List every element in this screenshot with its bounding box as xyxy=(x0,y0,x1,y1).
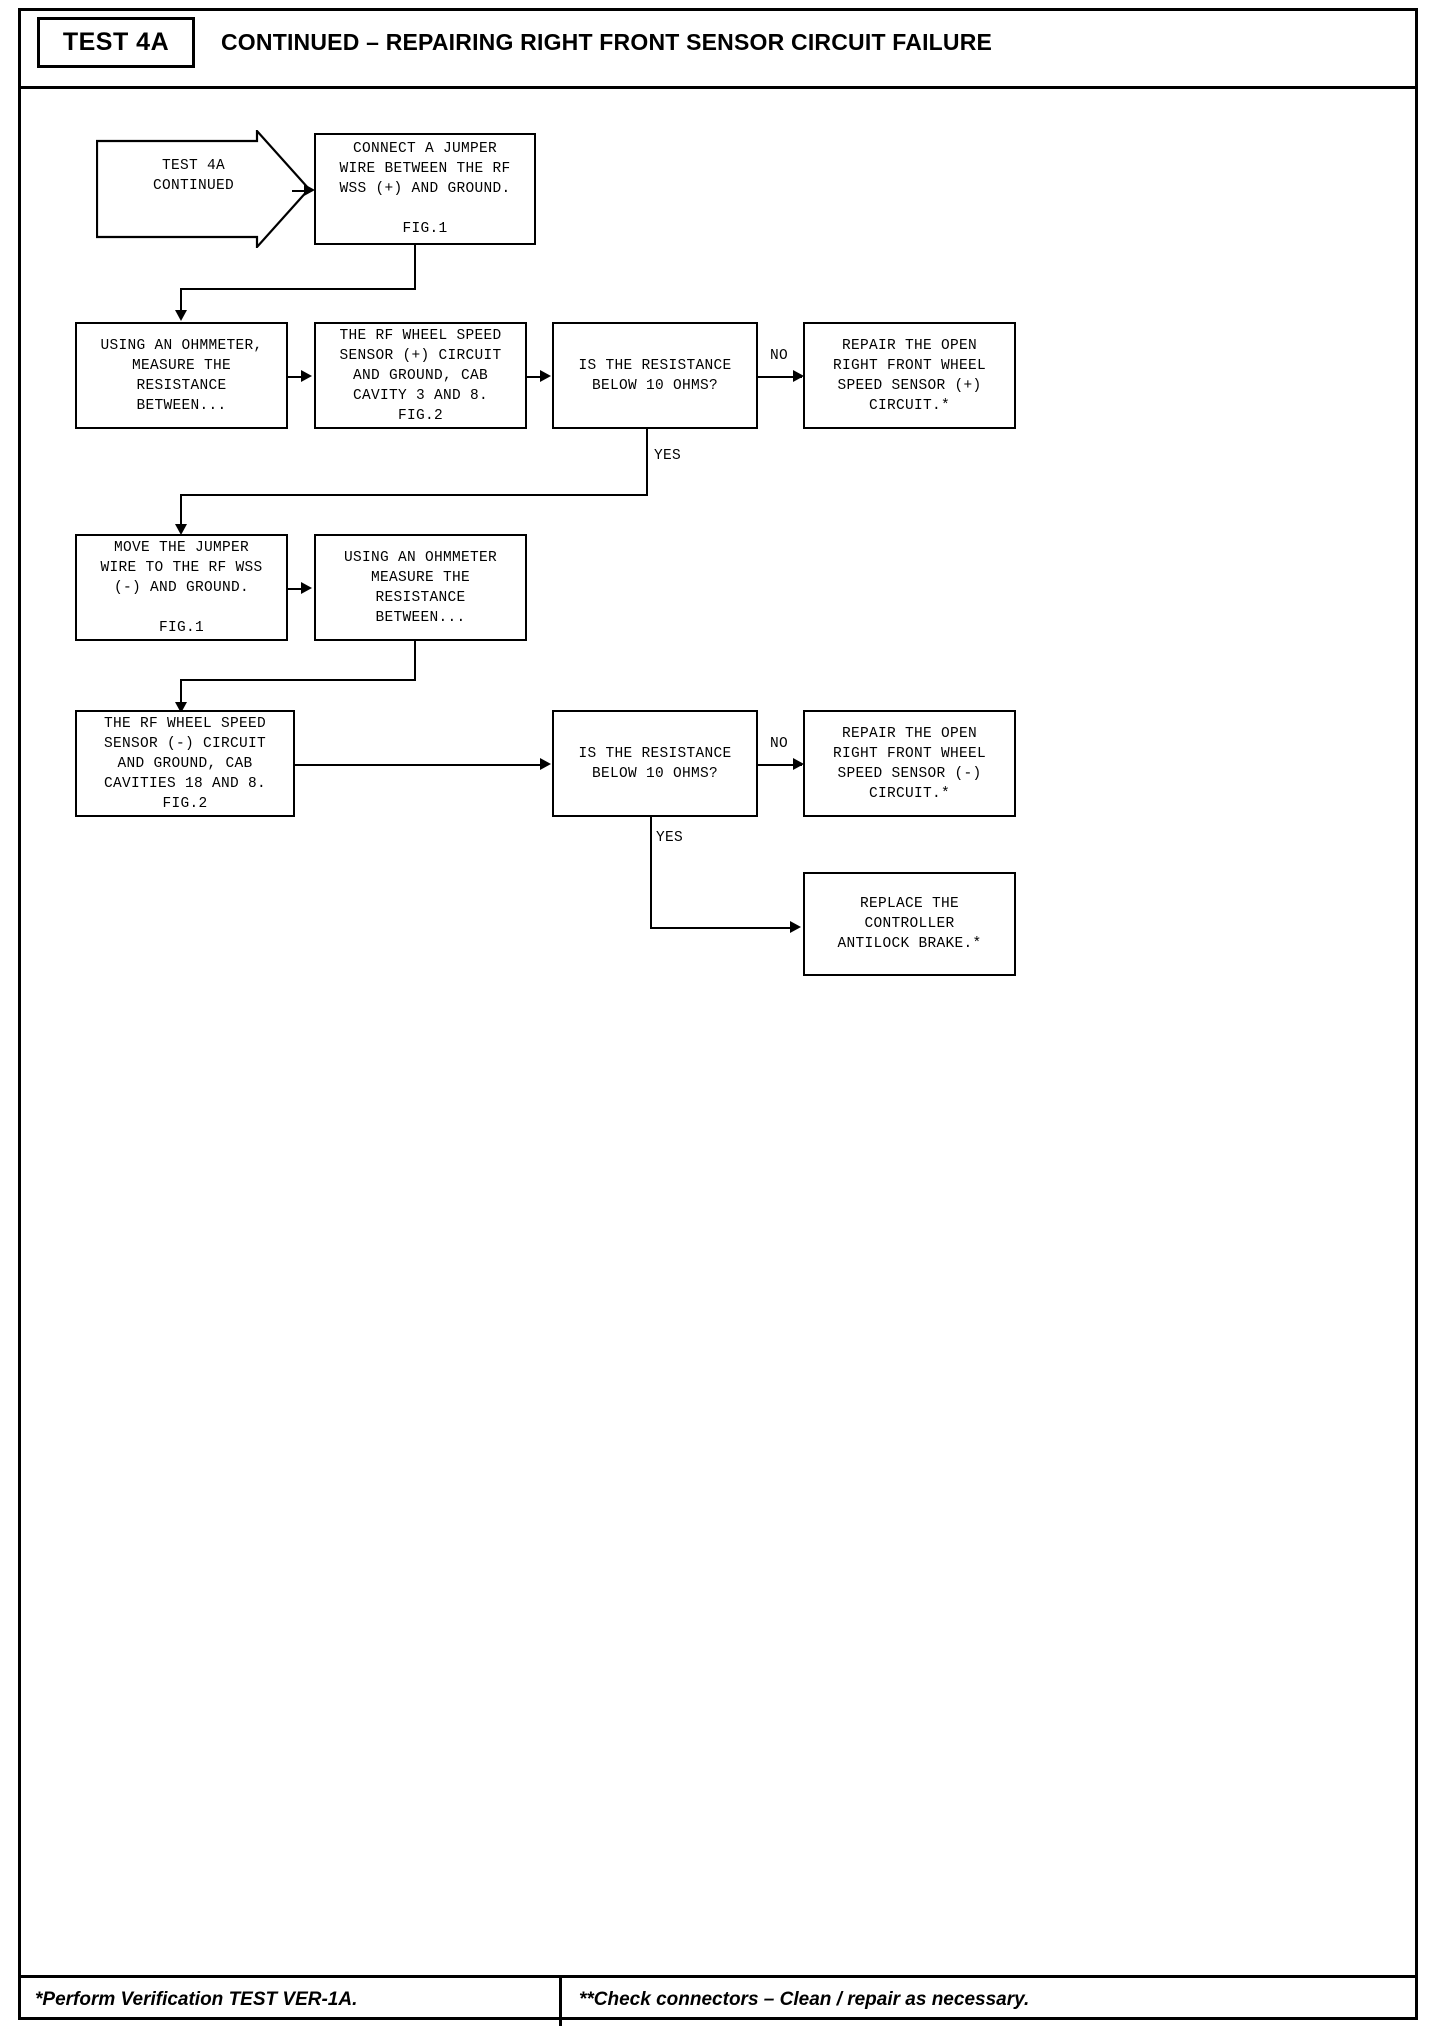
arrowhead-ohm1-to-rfplus xyxy=(301,370,312,382)
footer-note-left: *Perform Verification TEST VER-1A. xyxy=(35,1989,358,2010)
test-id-box: TEST 4A xyxy=(37,17,195,68)
node-rf-plus-circuit: THE RF WHEEL SPEED SENSOR (+) CIRCUIT AN… xyxy=(314,322,527,429)
start-banner-label: TEST 4A CONTINUED xyxy=(152,158,234,194)
arrowhead-banner-to-connect xyxy=(304,184,315,196)
edge-decision1-no xyxy=(758,376,802,378)
start-banner: TEST 4A CONTINUED xyxy=(96,130,311,248)
arrowhead-movejumper-to-ohm2 xyxy=(301,582,312,594)
edge-rfplus-to-decision1 xyxy=(527,376,547,378)
arrowhead-connect-to-ohm1 xyxy=(175,310,187,321)
edge-rfminus-to-decision2 xyxy=(295,764,547,766)
node-move-jumper: MOVE THE JUMPER WIRE TO THE RF WSS (-) A… xyxy=(75,534,288,641)
edge-ohm1-to-rfplus xyxy=(288,376,308,378)
banner-arrow-shape xyxy=(96,130,311,248)
arrowhead-rfminus-to-decision2 xyxy=(540,758,551,770)
edge-banner-to-connect xyxy=(292,190,310,192)
page-header: TEST 4A CONTINUED – REPAIRING RIGHT FRON… xyxy=(21,11,1415,89)
edge-ohm2-down2 xyxy=(180,679,182,709)
edge-ohm2-down xyxy=(414,641,416,681)
edge-connect-down-2 xyxy=(180,288,182,318)
edge-decision2-yes-down xyxy=(650,817,652,929)
edge-movejumper-to-ohm2 xyxy=(288,588,308,590)
footer-divider xyxy=(559,1978,562,2026)
test-id-label: TEST 4A xyxy=(62,28,170,56)
edge-label-yes-1: YES xyxy=(654,448,682,464)
edge-label-yes-2: YES xyxy=(656,830,684,846)
arrowhead-to-move-jumper xyxy=(175,524,187,535)
edge-decision2-no xyxy=(758,764,802,766)
edge-connect-down-1 xyxy=(414,245,416,289)
node-repair-plus: REPAIR THE OPEN RIGHT FRONT WHEEL SPEED … xyxy=(803,322,1016,429)
node-rf-minus-circuit: THE RF WHEEL SPEED SENSOR (-) CIRCUIT AN… xyxy=(75,710,295,817)
node-replace-controller: REPLACE THE CONTROLLER ANTILOCK BRAKE.* xyxy=(803,872,1016,976)
node-decision-1: IS THE RESISTANCE BELOW 10 OHMS? xyxy=(552,322,758,429)
page-border xyxy=(18,8,1418,2020)
footer-note-right: **Check connectors – Clean / repair as n… xyxy=(579,1989,1030,2010)
edge-decision1-yes-down xyxy=(646,429,648,496)
page-title: CONTINUED – REPAIRING RIGHT FRONT SENSOR… xyxy=(221,29,993,55)
node-repair-minus: REPAIR THE OPEN RIGHT FRONT WHEEL SPEED … xyxy=(803,710,1016,817)
arrowhead-decision2-no xyxy=(793,758,804,770)
edge-decision1-yes-across xyxy=(180,494,648,496)
node-connect-jumper: CONNECT A JUMPER WIRE BETWEEN THE RF WSS… xyxy=(314,133,536,245)
page-footer: *Perform Verification TEST VER-1A. **Che… xyxy=(21,1975,1415,2026)
edge-decision2-yes-across xyxy=(650,927,796,929)
edge-connect-across xyxy=(180,288,416,290)
arrowhead-decision1-no xyxy=(793,370,804,382)
arrowhead-rfplus-to-decision1 xyxy=(540,370,551,382)
arrowhead-to-rfminus xyxy=(175,702,187,713)
edge-label-no-2: NO xyxy=(770,736,789,752)
node-ohm-measure-2: USING AN OHMMETER MEASURE THE RESISTANCE… xyxy=(314,534,527,641)
arrowhead-to-replace-controller xyxy=(790,921,801,933)
node-decision-2: IS THE RESISTANCE BELOW 10 OHMS? xyxy=(552,710,758,817)
edge-decision1-yes-down2 xyxy=(180,494,182,531)
edge-ohm2-across xyxy=(180,679,416,681)
node-ohm-measure-1: USING AN OHMMETER, MEASURE THE RESISTANC… xyxy=(75,322,288,429)
edge-label-no-1: NO xyxy=(770,348,789,364)
